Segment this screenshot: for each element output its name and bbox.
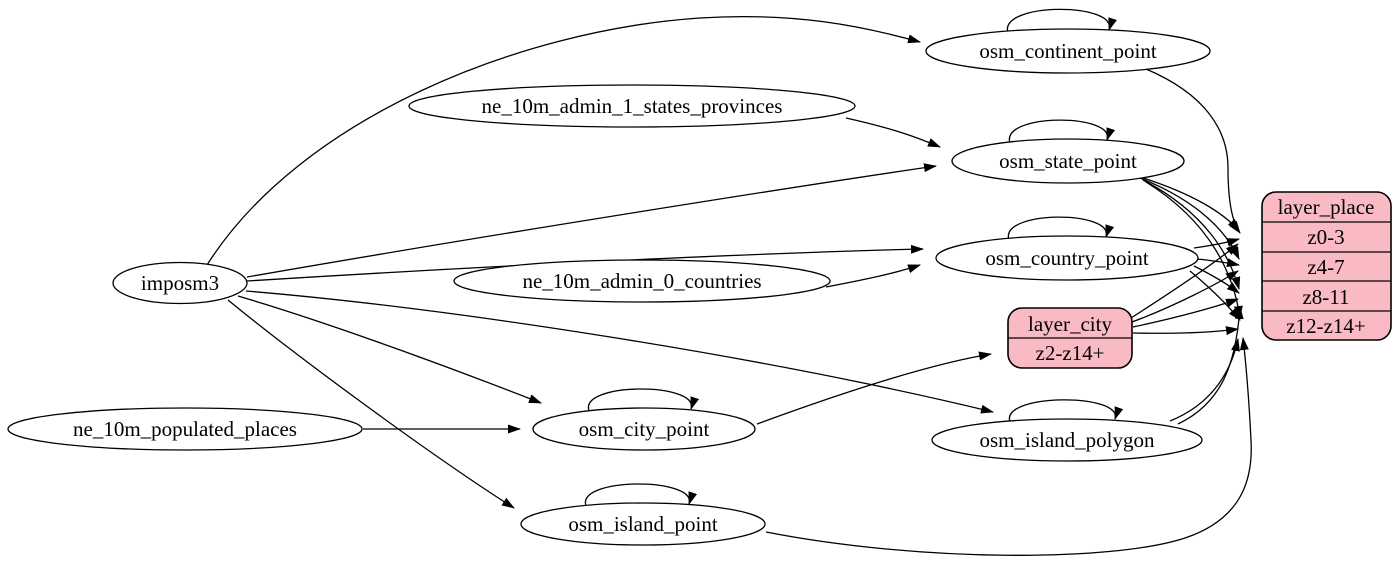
node-layer-place-shape [1261, 191, 1392, 341]
layer-city-title: layer_city [1028, 312, 1112, 336]
edge-imposm3-island-polygon [245, 290, 994, 414]
node-layer-city: layer_city z2-z14+ [1007, 307, 1133, 369]
node-osm-state-point: osm_state_point [951, 138, 1185, 184]
edge-country-place-z4-7 [1196, 258, 1240, 268]
node-osm-island-polygon: osm_island_polygon [931, 418, 1203, 462]
layer-place-row-z0-3: z0-3 [1307, 225, 1344, 249]
edge-imposm3-state [246, 163, 937, 278]
node-imposm3-label: imposm3 [141, 271, 219, 295]
edge-city-layercity-z2-z14 [756, 351, 992, 425]
node-island-polygon-label: osm_island_polygon [979, 428, 1155, 452]
edge-selfloop-country [1008, 216, 1115, 241]
edge-layercity-place-z0-3 [1130, 243, 1239, 319]
node-ne-10m-populated-places: ne_10m_populated_places [7, 407, 363, 451]
node-osm-island-point: osm_island_point [520, 502, 766, 546]
node-continent-shape [925, 28, 1211, 74]
edge-country-place-z0-3 [1193, 238, 1240, 249]
node-city-shape [532, 407, 756, 451]
layer-place-row-z12-z14: z12-z14+ [1286, 314, 1365, 338]
node-ne-10m-admin-1-states-provinces: ne_10m_admin_1_states_provinces [408, 84, 856, 128]
edge-state-place-z0-3 [1136, 175, 1240, 232]
edge-continent-place-z0-3 [1145, 68, 1241, 234]
node-island-polygon-shape [931, 418, 1203, 462]
edge-admin1-state [845, 117, 941, 148]
node-imposm3-shape [112, 261, 248, 305]
edge-selfloop-city [588, 388, 700, 412]
node-osm-city-point: osm_city_point [532, 407, 756, 451]
edge-island-polygon-place-z12-z14 [1169, 338, 1240, 422]
node-continent-label: osm_continent_point [979, 39, 1156, 63]
layer-place-row-z4-7: z4-7 [1307, 255, 1344, 279]
node-populated-places-shape [7, 407, 363, 451]
edge-imposm3-city [237, 295, 542, 404]
edge-selfloop-state [1009, 119, 1116, 144]
edge-layercity-place-z8-11 [1132, 298, 1239, 328]
node-osm-country-point: osm_country_point [935, 235, 1199, 281]
node-state-shape [951, 138, 1185, 184]
edge-island-point-place-z12-z14 [765, 337, 1252, 556]
node-country-label: osm_country_point [985, 246, 1148, 270]
edges [206, 8, 1252, 556]
edge-country-place-z12-z14 [1189, 270, 1241, 321]
edge-island-polygon-place-z8-11 [1177, 306, 1244, 425]
edge-admin0-country [825, 264, 921, 288]
node-admin0-label: ne_10m_admin_0_countries [522, 269, 761, 293]
edge-imposm3-continent [206, 15, 921, 266]
node-populated-places-label: ne_10m_populated_places [73, 417, 297, 441]
edge-selfloop-island-polygon [1009, 399, 1124, 423]
layer-place-row-z8-11: z8-11 [1302, 285, 1349, 309]
node-admin0-shape [453, 259, 831, 303]
layer-city-row-z2-z14: z2-z14+ [1036, 341, 1105, 365]
node-island-point-label: osm_island_point [568, 512, 718, 536]
edge-selfloop-island-point [585, 483, 698, 507]
layer-place-title: layer_place [1278, 195, 1375, 219]
node-ne-10m-admin-0-countries: ne_10m_admin_0_countries [453, 259, 831, 303]
edge-layercity-place-z4-7 [1131, 270, 1239, 323]
node-admin1-label: ne_10m_admin_1_states_provinces [482, 94, 783, 118]
node-state-label: osm_state_point [999, 149, 1137, 173]
node-country-shape [935, 235, 1199, 281]
edge-layercity-place-z12-z14 [1132, 326, 1239, 336]
node-admin1-shape [408, 84, 856, 128]
edge-imposm3-island-point [227, 299, 515, 509]
node-city-label: osm_city_point [579, 417, 710, 441]
edge-selfloop-continent [1007, 8, 1117, 34]
node-osm-continent-point: osm_continent_point [925, 28, 1211, 74]
node-imposm3: imposm3 [112, 261, 248, 305]
node-layer-place: layer_place z0-3 z4-7 z8-11 z12-z14+ [1261, 191, 1392, 341]
node-island-point-shape [520, 502, 766, 546]
